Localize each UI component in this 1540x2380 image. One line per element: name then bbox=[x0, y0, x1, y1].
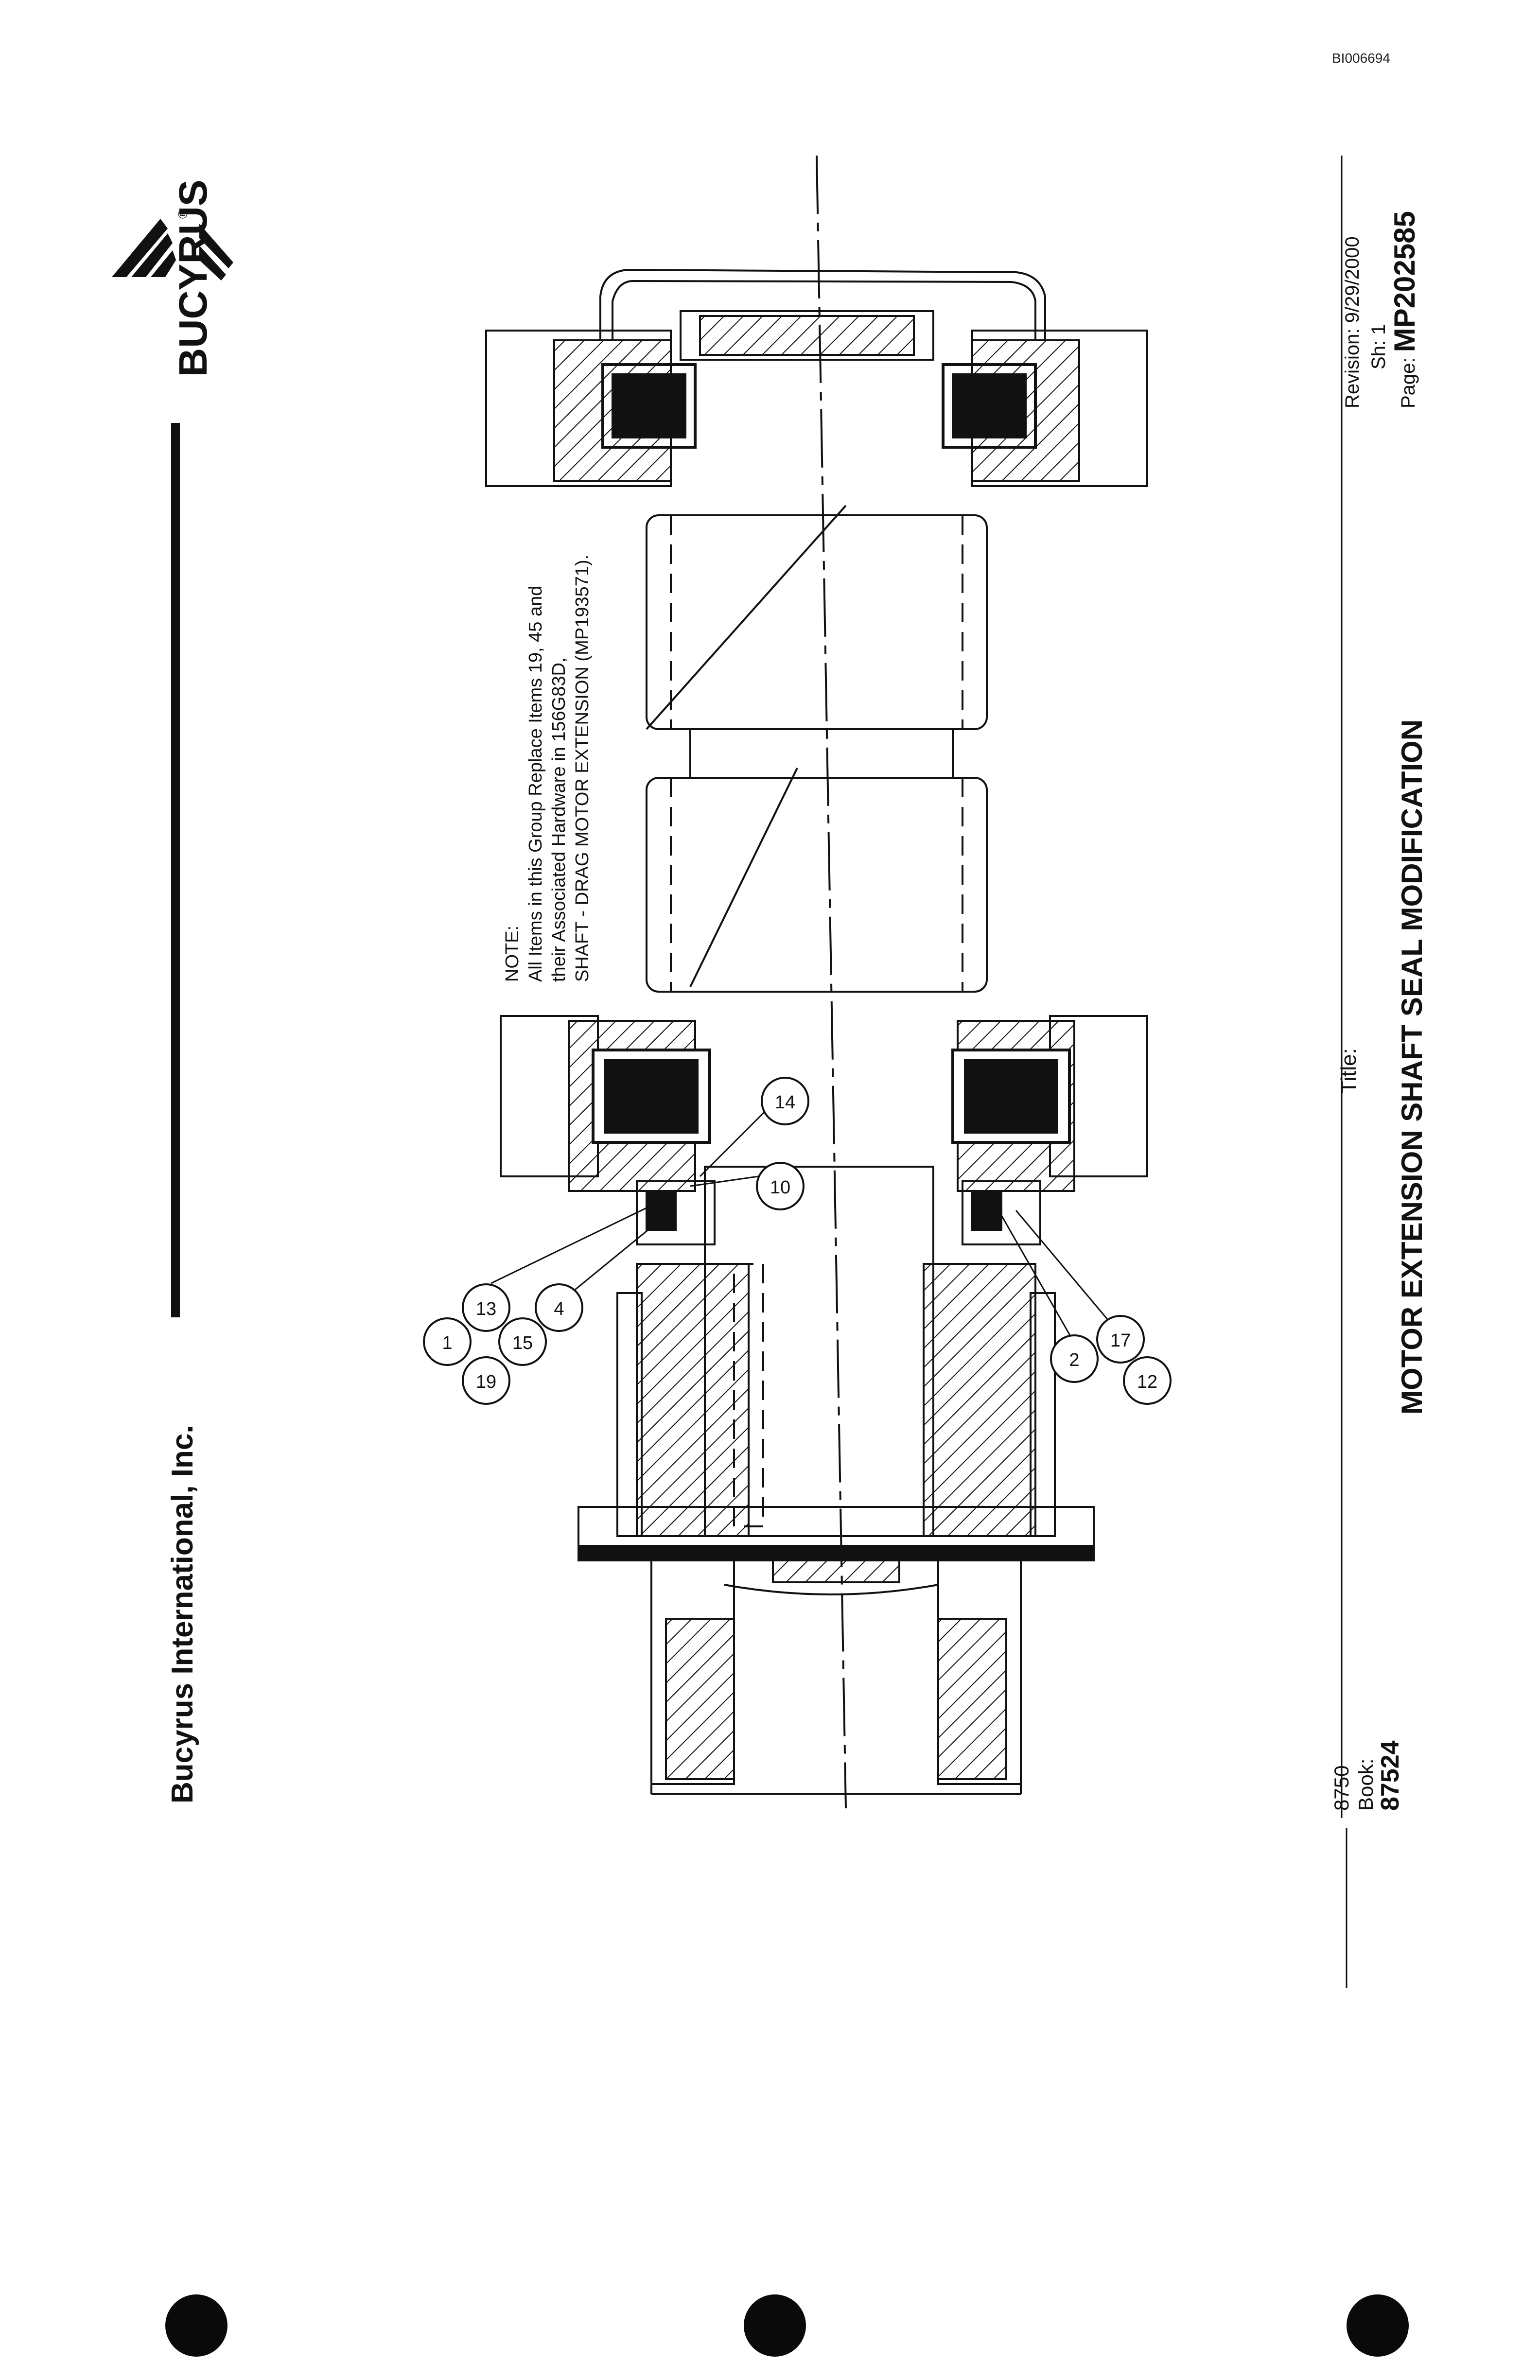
binder-hole bbox=[1347, 2294, 1409, 2357]
seal-assembly-bottom bbox=[962, 1180, 1041, 1245]
binder-hole bbox=[165, 2294, 228, 2357]
revision-block: Revision: 9/29/2000 Sh: 1 Page: MP202585 bbox=[1339, 211, 1421, 408]
logo-wordmark: BUCYRUS bbox=[171, 180, 215, 377]
note-line: All Items in this Group Replace Items 19… bbox=[525, 585, 546, 982]
drawing-title: MOTOR EXTENSION SHAFT SEAL MODIFICATION bbox=[1396, 719, 1428, 1415]
callout-12: 12 bbox=[1123, 1356, 1172, 1405]
callout-13: 13 bbox=[462, 1283, 510, 1332]
model-number: 8750 bbox=[1330, 1765, 1353, 1811]
callout-14: 14 bbox=[761, 1077, 809, 1125]
logo-mark-icon bbox=[112, 219, 233, 280]
note-heading: NOTE: bbox=[502, 925, 523, 982]
svg-text:12: 12 bbox=[1137, 1372, 1157, 1392]
motor-armature-top bbox=[646, 514, 988, 730]
callout-2: 2 bbox=[1050, 1334, 1099, 1383]
svg-text:19: 19 bbox=[476, 1372, 496, 1392]
bucyrus-logo: BUCYRUS ® bbox=[112, 180, 233, 377]
page-number: MP202585 bbox=[1388, 211, 1421, 352]
revision-label: Revision: bbox=[1342, 328, 1363, 408]
callout-4: 4 bbox=[535, 1283, 583, 1332]
motor-end-cover bbox=[599, 268, 1046, 340]
shaft-centerline bbox=[816, 155, 847, 1809]
binder-hole bbox=[744, 2294, 806, 2357]
drawing-note: NOTE: All Items in this Group Replace It… bbox=[501, 555, 594, 982]
book-number: 87524 bbox=[1376, 1740, 1404, 1811]
svg-text:4: 4 bbox=[554, 1299, 564, 1319]
svg-text:13: 13 bbox=[476, 1299, 496, 1319]
revision-date: 9/29/2000 bbox=[1342, 236, 1363, 323]
page-label: Page: bbox=[1398, 357, 1419, 408]
callout-19: 19 bbox=[462, 1356, 510, 1405]
svg-text:1: 1 bbox=[442, 1333, 452, 1353]
page-line: Page: MP202585 bbox=[1388, 211, 1421, 408]
model-book-block: 8750 Book: 87524 bbox=[1330, 1740, 1404, 1811]
svg-text:15: 15 bbox=[512, 1333, 533, 1353]
svg-text:17: 17 bbox=[1110, 1330, 1131, 1351]
note-line: SHAFT - DRAG MOTOR EXTENSION (MP193571). bbox=[572, 554, 593, 982]
svg-text:14: 14 bbox=[775, 1092, 795, 1113]
roller-bearing bbox=[601, 363, 697, 449]
motor-armature-bottom bbox=[646, 777, 988, 993]
callout-1: 1 bbox=[423, 1317, 472, 1366]
coupling-hub-top bbox=[636, 1263, 750, 1537]
sheet-label: Sh: bbox=[1368, 340, 1389, 369]
revision-line: Revision: 9/29/2000 bbox=[1339, 211, 1365, 408]
sheet-line: Sh: 1 bbox=[1365, 211, 1392, 408]
title-label: Title: bbox=[1337, 1048, 1361, 1094]
note-line: their Associated Hardware in 156G83D, bbox=[549, 657, 569, 982]
document-id: BI006694 bbox=[1332, 51, 1390, 66]
callout-15: 15 bbox=[498, 1317, 547, 1366]
sheet-number: 1 bbox=[1368, 324, 1389, 335]
callout-10: 10 bbox=[756, 1162, 805, 1210]
book-label: Book: bbox=[1354, 1758, 1377, 1811]
coupling-hub-bottom bbox=[923, 1263, 1036, 1537]
svg-text:2: 2 bbox=[1069, 1350, 1079, 1370]
svg-text:10: 10 bbox=[770, 1177, 790, 1198]
registered-mark: ® bbox=[175, 210, 190, 219]
callout-17: 17 bbox=[1096, 1315, 1145, 1364]
